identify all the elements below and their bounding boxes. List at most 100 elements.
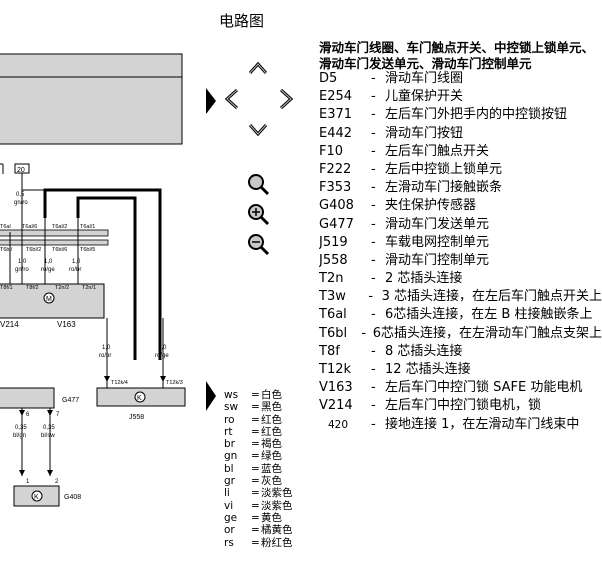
zoom-fit-icon[interactable] — [246, 172, 270, 196]
color-code: sw — [224, 401, 239, 414]
connector-label: T12k/4 — [111, 380, 128, 386]
connector-label: T6al/2 — [52, 224, 67, 230]
page-title: 电路图 — [219, 12, 265, 30]
fuse-label: 20 — [17, 167, 25, 174]
legend-code: V214 — [319, 398, 353, 414]
zoom-out-icon[interactable] — [246, 232, 270, 256]
legend-item: V214-左后车门中控门锁电机，锁 — [319, 397, 602, 415]
legend-description: 左后车门中控门锁 SAFE 功能电机 — [385, 380, 583, 396]
legend-dash: - — [361, 325, 367, 341]
color-name: 淡紫色 — [261, 499, 293, 512]
color-key-row: br=褐色 — [224, 438, 293, 450]
zoom-in-icon[interactable] — [246, 202, 270, 226]
legend-item: G408-夹住保护传感器 — [319, 197, 602, 215]
color-code: rs — [224, 536, 234, 549]
wire-label: 1,0 — [18, 259, 27, 265]
arrow-up-icon[interactable] — [248, 60, 268, 76]
wire-label: 0,5 — [16, 192, 25, 198]
color-equals: = — [251, 499, 260, 512]
color-key-row: vi=淡紫色 — [224, 500, 293, 512]
legend-code: F10 — [319, 143, 344, 159]
arrow-right-icon[interactable] — [278, 88, 294, 110]
color-key-row: gn=绿色 — [224, 450, 293, 462]
legend-item: J558-滑动车门控制单元 — [319, 252, 602, 270]
color-equals: = — [251, 425, 260, 438]
connector-band-t6al — [0, 229, 109, 237]
color-equals: = — [251, 524, 260, 537]
legend-item: T3w-3 芯插头连接，在左后车门触点开关上 — [319, 288, 602, 306]
arrow-down-icon[interactable] — [248, 122, 268, 138]
legend-description: 左后中控锁上锁单元 — [385, 161, 503, 177]
wire-label: bl/gn — [13, 433, 26, 439]
color-equals: = — [251, 536, 260, 549]
legend-code: E442 — [319, 125, 353, 141]
legend-dash: - — [371, 71, 376, 86]
component-label-v214: V214 — [0, 320, 19, 329]
legend-description: 滑动车门控制单元 — [385, 252, 490, 268]
svg-text:K: K — [137, 395, 142, 402]
legend-item: V163-左后车门中控门锁 SAFE 功能电机 — [319, 379, 602, 397]
circuit-diagram: 20 0,5 gn/ro T6al/6 T6al/2 T6al/1 T6al T… — [0, 53, 186, 507]
legend-code: T2n — [319, 271, 344, 287]
expand-panel-icon[interactable] — [206, 88, 216, 114]
legend-heading-line: 滑动车门发送单元、滑动车门控制单元 — [319, 56, 532, 71]
pin-label: 1 — [26, 479, 30, 485]
legend-dash: - — [371, 143, 376, 159]
svg-text:K: K — [34, 494, 39, 501]
top-panel — [0, 53, 183, 145]
legend-dash: - — [371, 234, 376, 250]
component-label-v163: V163 — [57, 320, 76, 329]
legend-description: 左后车门触点开关 — [385, 143, 490, 159]
color-equals: = — [251, 475, 260, 488]
connector-label: T8f/2 — [26, 285, 39, 291]
color-equals: = — [251, 413, 260, 426]
legend-item: T2n-2 芯插头连接 — [319, 270, 602, 288]
legend-dash: - — [371, 307, 376, 323]
color-key-row: gr=灰色 — [224, 475, 293, 487]
connector-label: T6al/6 — [22, 224, 37, 230]
legend-dash: - — [371, 107, 376, 123]
legend-description: 接地连接 1，在左滑动车门线束中 — [385, 416, 580, 432]
harness-wire — [43, 188, 162, 360]
arrow-left-icon[interactable] — [224, 88, 240, 110]
wire-label: ro/br — [69, 267, 81, 273]
legend-description: 3 芯插头连接，在左后车门触点开关上 — [381, 289, 602, 305]
connector-label: T6al/1 — [80, 224, 95, 230]
legend-heading-line: 滑动车门线圈、车门触点开关、中控锁上锁单元、 — [319, 40, 595, 55]
legend-item: F353-左滑动车门接触嵌条 — [319, 179, 602, 197]
j558-symbol — [134, 391, 146, 403]
color-code: ro — [224, 413, 235, 426]
legend-item: E254-儿童保护开关 — [319, 88, 602, 106]
legend-description: 6芯插头连接，在左 B 柱接触嵌条上 — [385, 307, 593, 323]
connector-label: T6bl/2 — [26, 247, 41, 253]
wire-label: ro/ge — [155, 353, 169, 359]
wire-label: gn/ro — [15, 267, 29, 273]
color-name: 粉红色 — [261, 536, 293, 549]
legend-code: T6al — [319, 307, 347, 323]
legend-code: J519 — [319, 234, 348, 250]
connector-label: T12k/3 — [166, 380, 183, 386]
legend-description: 滑动车门线圈 — [385, 71, 464, 86]
color-key-expand-icon[interactable] — [206, 381, 216, 411]
legend-code: 420 — [328, 418, 349, 431]
legend-code: T12k — [319, 362, 352, 377]
legend-dash: - — [371, 216, 376, 232]
pin-label: 2 — [55, 479, 59, 485]
color-equals: = — [251, 389, 260, 401]
legend-item: T6bl-6芯插头连接，在左滑动车门触点支架上 — [319, 325, 602, 343]
color-code: gr — [224, 475, 235, 488]
legend-item: T6al -6芯插头连接，在左 B 柱接触嵌条上 — [319, 306, 602, 324]
legend-dash: - — [371, 416, 376, 432]
color-code: bl — [224, 462, 234, 475]
legend-dash: - — [368, 289, 374, 305]
legend-item: E371-左后车门外把手内的中控锁按钮 — [319, 106, 602, 124]
wire-label: 1,0 — [72, 259, 81, 265]
color-name: 淡紫色 — [261, 487, 293, 500]
harness-wire — [76, 196, 137, 360]
wire-label: bl/sw — [41, 433, 55, 439]
color-code: ge — [224, 511, 238, 524]
color-equals: = — [251, 511, 260, 524]
legend-item: F222-左后中控锁上锁单元 — [319, 161, 602, 179]
